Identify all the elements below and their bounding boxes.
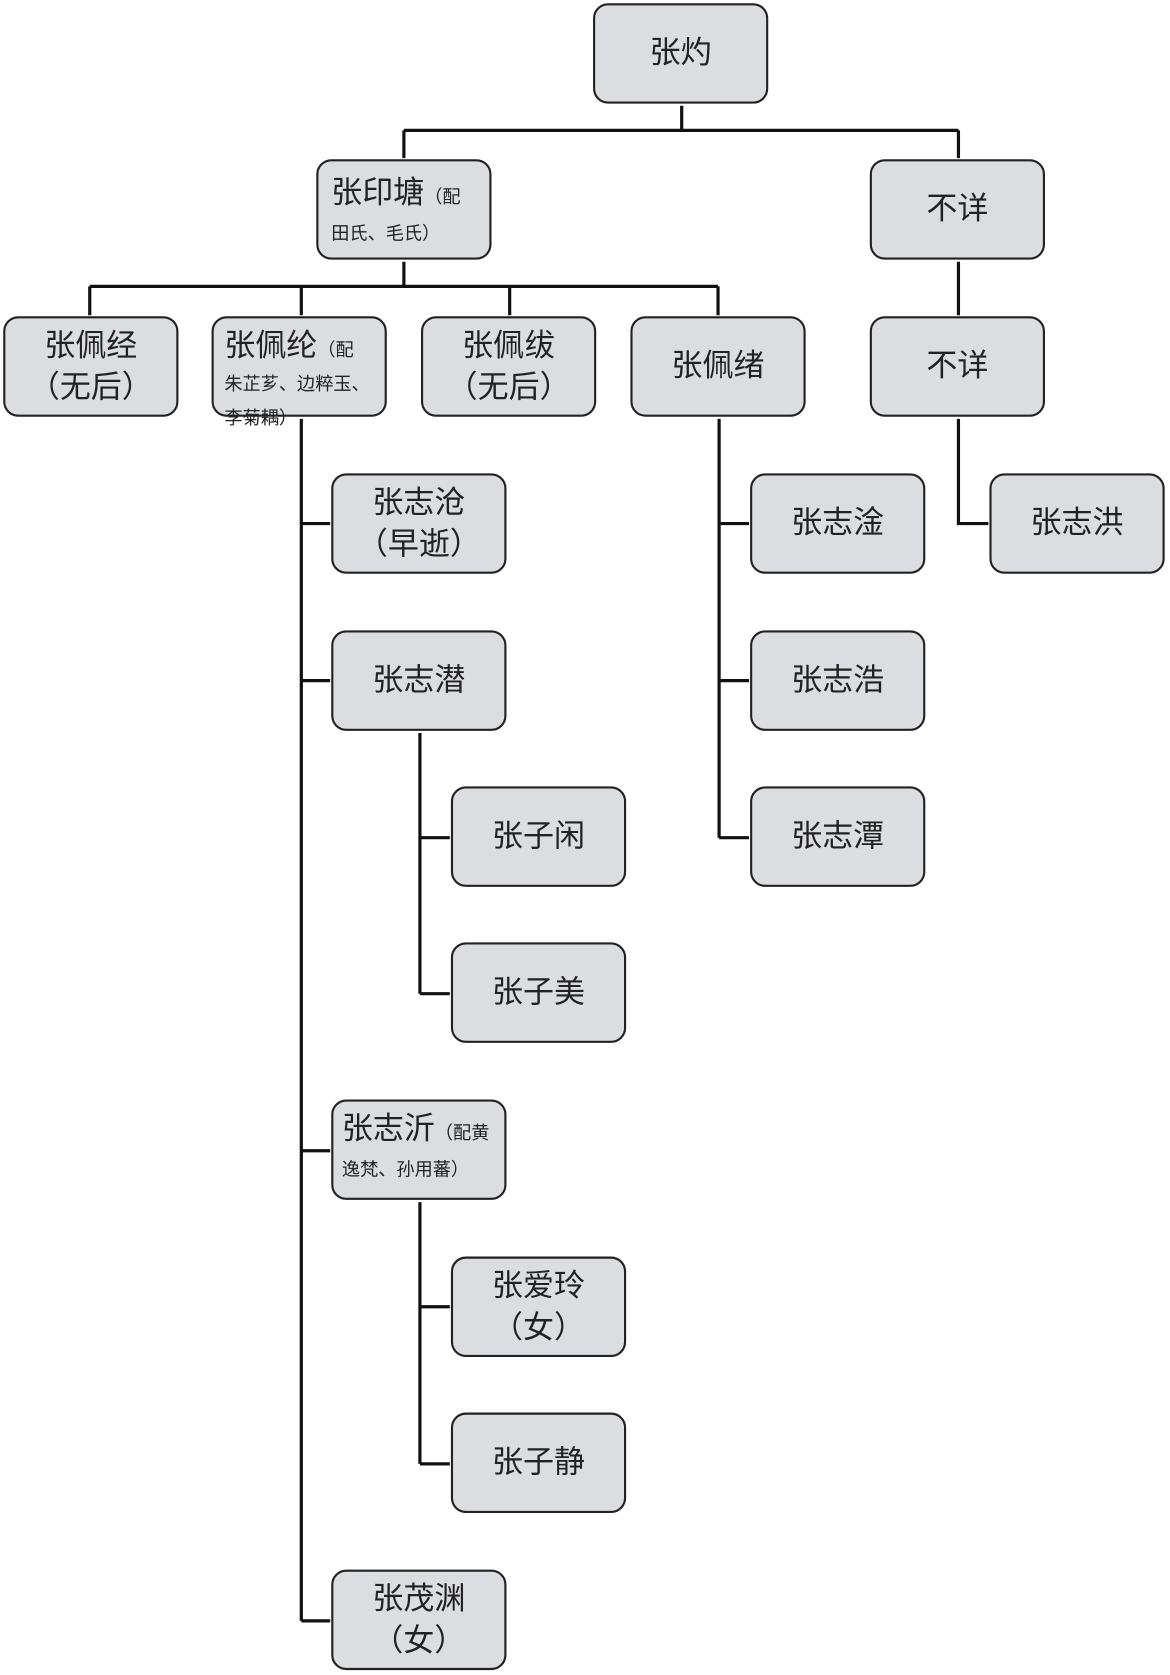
node-zhang-zhitan: 张志潭	[750, 786, 926, 887]
node-name: 张子闲	[492, 817, 586, 855]
node-zhang-zhuo: 张灼	[593, 3, 769, 104]
node-name: 张佩纶	[224, 326, 318, 364]
node-note: （早逝）	[356, 525, 481, 563]
node-name: 张志潜	[372, 661, 466, 699]
node-note: （配黄	[434, 1122, 490, 1145]
node-unknown-1: 不详	[869, 159, 1045, 260]
node-name: 不详	[926, 347, 989, 385]
node-name: 不详	[926, 190, 989, 227]
node-name: 张志沧	[372, 483, 466, 521]
node-zhang-zhiqian: 张志潜	[331, 630, 507, 731]
node-name: 张爱玲	[492, 1267, 586, 1304]
node-note: 田氏、毛氏）	[331, 222, 441, 245]
node-zhang-ailing: 张爱玲 （女）	[450, 1256, 627, 1357]
node-name: 张印塘	[331, 174, 425, 211]
node-zhang-yintang: 张印塘（配田氏、毛氏）	[316, 159, 492, 260]
node-note: 朱芷芗、边粹玉、李菊耦）	[224, 373, 370, 430]
node-note: （无后）	[446, 368, 571, 405]
node-name: 张志浩	[791, 661, 885, 699]
node-note: （无后）	[28, 368, 153, 405]
node-zhang-peijing: 张佩经 （无后）	[3, 316, 179, 417]
node-zhang-zhiyi: 张志沂（配黄逸梵、孙用蕃）	[331, 1099, 507, 1200]
node-zhang-zhicang: 张志沧 （早逝）	[331, 473, 507, 574]
node-name: 张志潭	[791, 817, 885, 855]
node-note: （女）	[372, 1621, 466, 1659]
node-note: 逸梵、孙用蕃）	[341, 1158, 470, 1181]
node-name: 张茂渊	[372, 1580, 466, 1617]
node-name: 张子静	[492, 1443, 586, 1481]
node-zhang-zhihao: 张志浩	[750, 630, 926, 731]
node-name: 张子美	[492, 973, 586, 1011]
node-name: 张志淦	[791, 504, 885, 542]
node-name: 张佩绪	[671, 347, 765, 385]
node-unknown-2: 不详	[869, 316, 1045, 417]
node-name: 张灼	[649, 34, 712, 71]
node-zhang-peifu: 张佩绂 （无后）	[420, 316, 597, 417]
node-zhang-peixu: 张佩绪	[630, 316, 806, 417]
node-zhang-zijing: 张子静	[450, 1412, 627, 1513]
node-zhang-zhigan: 张志淦	[750, 473, 926, 574]
node-zhang-zimei: 张子美	[450, 942, 627, 1043]
node-zhang-maoyuan: 张茂渊 （女）	[331, 1569, 507, 1671]
node-zhang-zhihong: 张志洪	[989, 473, 1165, 574]
node-zhang-peilun: 张佩纶（配朱芷芗、边粹玉、李菊耦）	[211, 316, 387, 429]
node-name: 张佩经	[44, 326, 138, 364]
node-zhang-zixian: 张子闲	[450, 786, 627, 887]
node-name: 张佩绂	[462, 326, 556, 364]
node-name: 张志沂	[341, 1110, 435, 1147]
node-note: （女）	[492, 1308, 586, 1346]
node-name: 张志洪	[1030, 504, 1124, 542]
node-note: （配	[424, 186, 461, 209]
node-note: （配	[317, 339, 354, 362]
